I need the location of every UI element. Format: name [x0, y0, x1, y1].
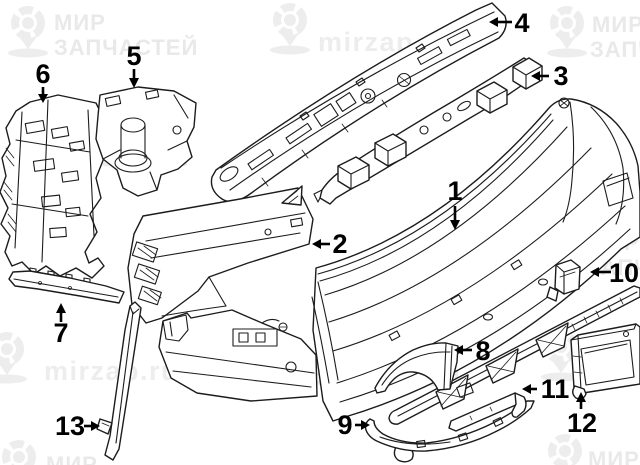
- callout-7-label: 7: [53, 318, 68, 348]
- callout-12-arrow: [576, 392, 586, 409]
- watermark-site-text: mirzap.ru: [44, 356, 179, 386]
- callout-labels: 1 2 3 4 5 6 7 8 9 10 11 12 13: [35, 8, 639, 441]
- callout-6-label: 6: [35, 59, 50, 89]
- watermark-brand-text: МИР: [588, 447, 640, 465]
- watermark-pin-logo: [270, 7, 310, 55]
- part-12-panel-bracket: [570, 323, 640, 400]
- callout-arrows: [38, 17, 611, 431]
- part-7-molding-strip: [8, 267, 125, 304]
- part-3-energy-absorber: [313, 57, 543, 205]
- callout-12-label: 12: [567, 408, 597, 438]
- watermark-brand-text: МИР: [54, 10, 106, 35]
- callout-8-arrow: [454, 345, 472, 355]
- part-2-bumper-corner: [127, 185, 314, 324]
- watermark-brand-text: МИР: [46, 452, 98, 465]
- part-1-bumper-cover: [311, 97, 640, 422]
- part-10-mounting-bracket: [546, 259, 581, 302]
- part-13-side-trim: [96, 301, 142, 461]
- watermark-brand-text: МИР: [592, 12, 640, 37]
- watermark-pin-logo: [8, 10, 48, 58]
- watermark-pin-logo: [0, 444, 39, 465]
- callout-11-arrow: [522, 384, 537, 394]
- part-8-support-arm: [374, 342, 459, 394]
- callout-13-label: 13: [55, 411, 85, 441]
- watermark-pin-logo: [545, 438, 585, 465]
- callout-1-arrow: [450, 206, 460, 230]
- callout-5-label: 5: [126, 41, 141, 71]
- watermark-pin-logo: [547, 10, 587, 58]
- callout-4-arrow: [489, 17, 512, 27]
- lower-rail: [388, 285, 640, 425]
- callout-2-arrow: [312, 239, 330, 249]
- callout-4-label: 4: [514, 8, 529, 38]
- callout-3-arrow: [531, 71, 549, 81]
- callout-2-label: 2: [332, 229, 347, 259]
- part-11-trim-strip: [448, 382, 527, 432]
- callout-10-label: 10: [609, 258, 639, 288]
- callout-11-label: 11: [541, 374, 570, 404]
- callout-6-arrow: [38, 87, 48, 103]
- watermark-brand-text: ЗАПЧ: [590, 37, 640, 62]
- callout-9-arrow: [355, 420, 370, 430]
- part-6-side-bracket-left: [0, 94, 105, 279]
- watermark-pin-logo: [0, 336, 27, 384]
- callout-7-arrow: [56, 303, 66, 322]
- callout-13-arrow: [84, 421, 100, 431]
- callout-1-label: 1: [447, 176, 462, 206]
- part-5-side-bracket: [95, 86, 197, 197]
- part-1-bumper-corner-lower: [158, 309, 339, 402]
- part-9-lower-strip: [364, 400, 535, 463]
- callout-10-arrow: [590, 267, 611, 277]
- callout-9-label: 9: [337, 410, 352, 440]
- part-4-reinforcement-beam: [210, 2, 507, 203]
- callout-3-label: 3: [553, 61, 568, 91]
- callout-8-label: 8: [475, 336, 490, 366]
- callout-5-arrow: [129, 69, 139, 88]
- watermark-brand-text: ЗАПЧАСТЕЙ: [54, 35, 198, 60]
